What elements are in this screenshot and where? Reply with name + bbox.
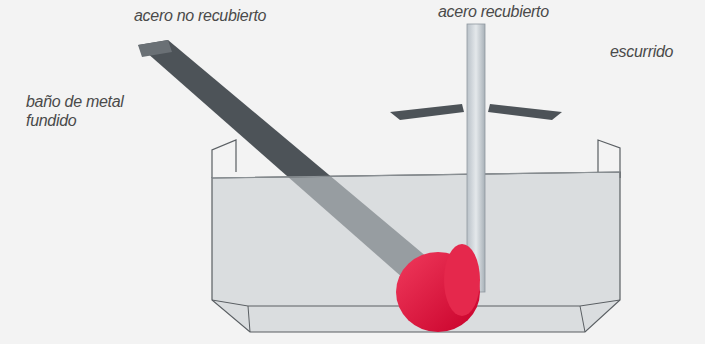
tank-edge [580, 306, 585, 332]
bath-surface [212, 172, 620, 178]
uncoated-strip-top [138, 40, 172, 57]
molten-bath [212, 172, 620, 332]
tank-edge [248, 306, 250, 332]
strip-label: acero recubierto [438, 2, 549, 21]
strip-label: acero no recubierto [134, 6, 266, 25]
process-label: escurrido [610, 42, 673, 61]
air-knife [390, 104, 464, 120]
air-knife [488, 104, 562, 120]
sink-roll-end [444, 244, 480, 316]
bath-label: baño de metal fundido [26, 92, 156, 130]
